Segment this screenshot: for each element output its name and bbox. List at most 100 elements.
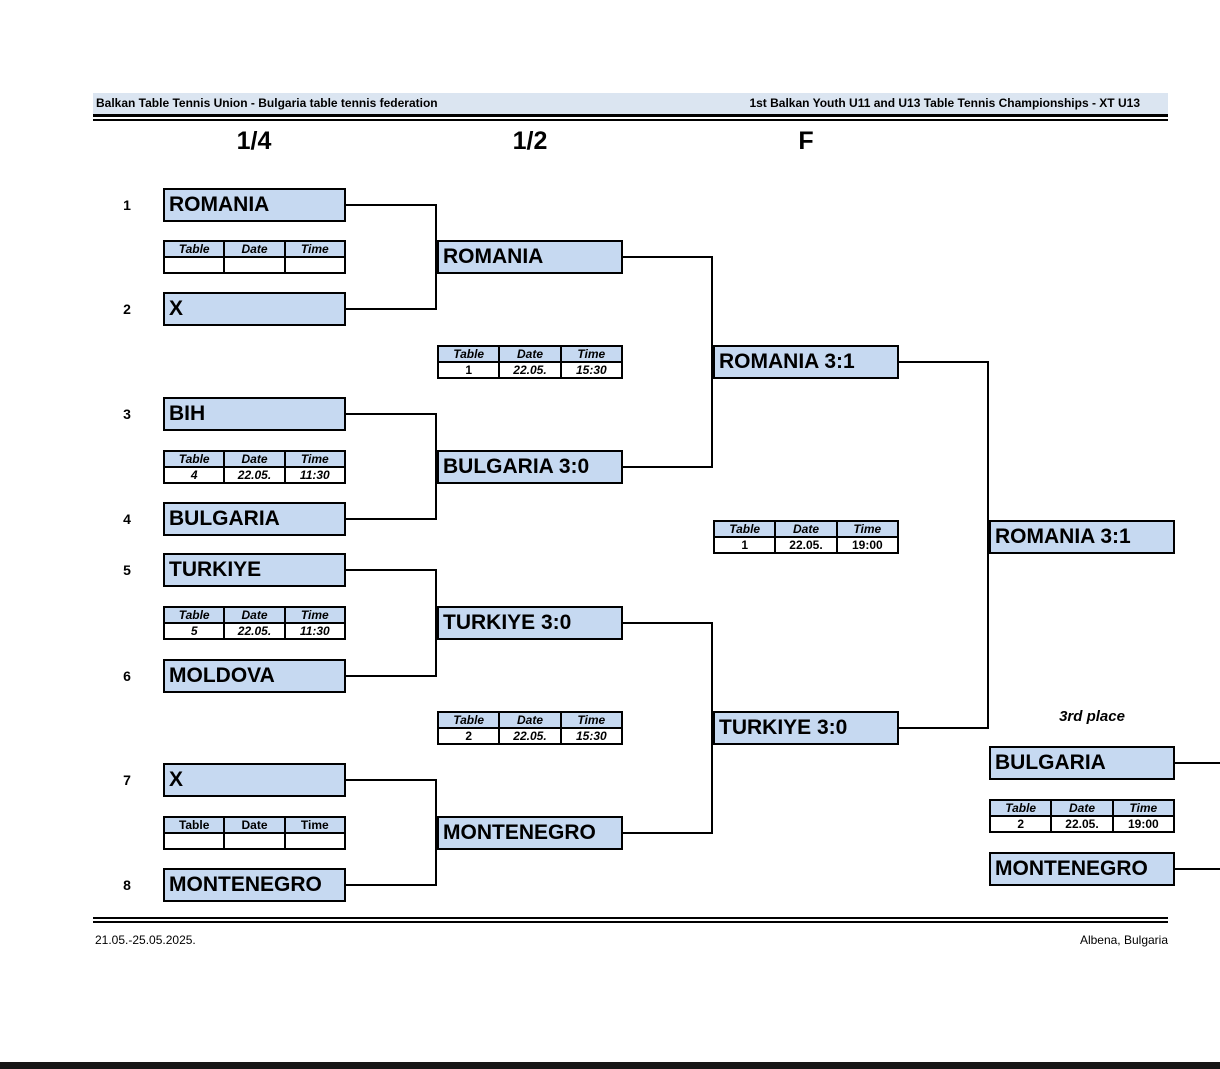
schedule-value-cell xyxy=(223,256,286,274)
schedule-header-cell: Date xyxy=(223,450,286,468)
seed-number: 4 xyxy=(123,511,131,527)
round-label-semifinal: 1/2 xyxy=(512,127,548,155)
schedule-header-cell: Table xyxy=(436,345,501,363)
bracket-connector xyxy=(623,466,713,468)
header-rule xyxy=(93,114,1168,117)
event-dates: 21.05.-25.05.2025. xyxy=(95,933,196,947)
bracket-connector xyxy=(346,518,437,520)
schedule-header-cell: Table xyxy=(162,240,226,258)
event-title: 1st Balkan Youth U11 and U13 Table Tenni… xyxy=(749,96,1140,110)
bracket-connector xyxy=(987,361,989,729)
seed-number: 5 xyxy=(123,562,131,578)
bracket-connector xyxy=(435,204,437,310)
seed-number: 7 xyxy=(123,772,131,788)
bracket-connector xyxy=(435,569,437,677)
schedule-table-qf-4: Table Date Time xyxy=(162,816,347,850)
final-team-box-2: TURKIYE 3:0 xyxy=(713,711,899,745)
header-rule xyxy=(93,119,1168,121)
schedule-header-cell: Table xyxy=(162,816,226,834)
seed-number: 8 xyxy=(123,877,131,893)
schedule-value-cell xyxy=(162,832,226,850)
footer-rule xyxy=(93,921,1168,923)
qf-team-box-2: X xyxy=(163,292,346,326)
schedule-header-cell: Time xyxy=(835,520,900,538)
sf-team-box-4: MONTENEGRO xyxy=(437,816,623,850)
schedule-header-cell: Time xyxy=(559,345,624,363)
schedule-table-sf-2: Table Date Time 2 22.05. 15:30 xyxy=(436,711,624,745)
schedule-value-cell: 2 xyxy=(988,815,1053,833)
schedule-header-cell: Date xyxy=(223,816,286,834)
bracket-connector xyxy=(346,204,437,206)
champion-box: ROMANIA 3:1 xyxy=(989,520,1175,554)
sf-team-box-1: ROMANIA xyxy=(437,240,623,274)
schedule-header-cell: Date xyxy=(498,711,562,729)
schedule-value-cell: 22.05. xyxy=(774,536,838,554)
schedule-value-cell: 19:00 xyxy=(1111,815,1176,833)
schedule-table-qf-3: Table Date Time 5 22.05. 11:30 xyxy=(162,606,347,640)
bracket-connector xyxy=(346,779,437,781)
schedule-value-cell xyxy=(283,832,347,850)
schedule-table-qf-2: Table Date Time 4 22.05. 11:30 xyxy=(162,450,347,484)
third-place-box-2: MONTENEGRO xyxy=(989,852,1175,886)
qf-team-box-3: BIH xyxy=(163,397,346,431)
schedule-value-cell xyxy=(283,256,347,274)
schedule-value-cell xyxy=(223,832,286,850)
schedule-value-cell: 22.05. xyxy=(498,727,562,745)
bracket-connector xyxy=(346,884,437,886)
schedule-value-cell: 22.05. xyxy=(498,361,562,379)
bracket-connector xyxy=(346,308,437,310)
schedule-header-cell: Time xyxy=(559,711,624,729)
bracket-connector xyxy=(435,779,437,886)
schedule-value-cell: 15:30 xyxy=(559,727,624,745)
qf-team-box-8: MONTENEGRO xyxy=(163,868,346,902)
bracket-connector xyxy=(711,256,713,468)
bracket-connector xyxy=(346,675,437,677)
bracket-connector xyxy=(435,413,437,520)
bracket-connector xyxy=(1175,868,1220,870)
schedule-value-cell: 5 xyxy=(162,622,226,640)
schedule-value-cell: 19:00 xyxy=(835,536,900,554)
seed-number: 2 xyxy=(123,301,131,317)
third-place-label: 3rd place xyxy=(1059,708,1125,725)
schedule-value-cell: 15:30 xyxy=(559,361,624,379)
schedule-header-cell: Date xyxy=(223,606,286,624)
bracket-connector xyxy=(1175,762,1220,764)
schedule-value-cell: 1 xyxy=(712,536,777,554)
bracket-connector xyxy=(711,622,713,834)
schedule-header-cell: Table xyxy=(162,450,226,468)
bottom-bar xyxy=(0,1062,1220,1069)
schedule-header-cell: Table xyxy=(712,520,777,538)
schedule-value-cell: 22.05. xyxy=(223,622,286,640)
schedule-header-cell: Time xyxy=(1111,799,1176,817)
federation-title: Balkan Table Tennis Union - Bulgaria tab… xyxy=(96,96,438,110)
round-label-final: F xyxy=(798,127,814,155)
schedule-header-cell: Time xyxy=(283,450,347,468)
schedule-value-cell xyxy=(162,256,226,274)
schedule-value-cell: 11:30 xyxy=(283,622,347,640)
schedule-header-cell: Table xyxy=(436,711,501,729)
schedule-value-cell: 2 xyxy=(436,727,501,745)
schedule-header-cell: Date xyxy=(774,520,838,538)
schedule-header-cell: Date xyxy=(223,240,286,258)
qf-team-box-5: TURKIYE xyxy=(163,553,346,587)
bracket-connector xyxy=(346,569,437,571)
qf-team-box-6: MOLDOVA xyxy=(163,659,346,693)
schedule-header-cell: Date xyxy=(498,345,562,363)
qf-team-box-1: ROMANIA xyxy=(163,188,346,222)
bracket-connector xyxy=(899,361,989,363)
schedule-value-cell: 11:30 xyxy=(283,466,347,484)
bracket-connector xyxy=(346,413,437,415)
qf-team-box-4: BULGARIA xyxy=(163,502,346,536)
schedule-header-cell: Table xyxy=(988,799,1053,817)
schedule-value-cell: 4 xyxy=(162,466,226,484)
seed-number: 1 xyxy=(123,197,131,213)
schedule-header-cell: Time xyxy=(283,240,347,258)
event-location: Albena, Bulgaria xyxy=(1079,933,1168,947)
bracket-connector xyxy=(899,727,989,729)
schedule-value-cell: 1 xyxy=(436,361,501,379)
bracket-connector xyxy=(623,622,713,624)
schedule-table-qf-1: Table Date Time xyxy=(162,240,347,274)
sf-team-box-3: TURKIYE 3:0 xyxy=(437,606,623,640)
schedule-header-cell: Date xyxy=(1050,799,1114,817)
